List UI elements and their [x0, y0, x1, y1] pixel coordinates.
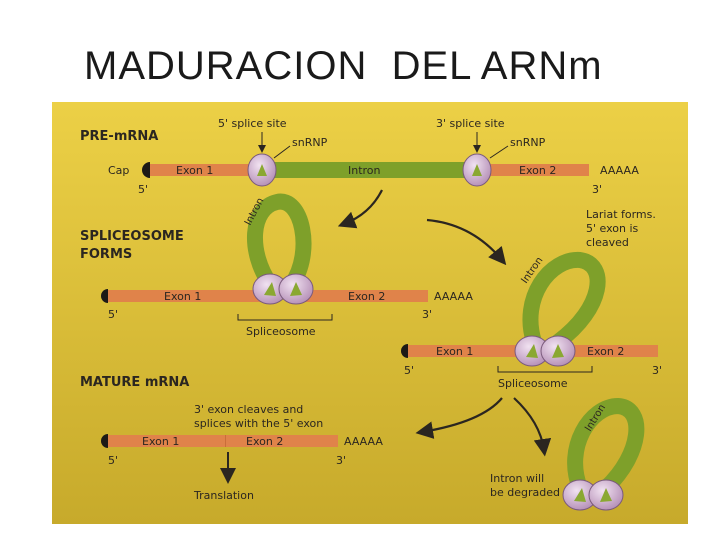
cleaves-note-1: 3' exon cleaves and: [194, 403, 303, 416]
pointer-snrnp-right: [489, 145, 509, 159]
spliceosome-particle-marks: [264, 282, 302, 296]
degraded-note-2: be degraded: [490, 486, 560, 499]
label-5-splice-site: 5' splice site: [218, 117, 287, 130]
translation-label: Translation: [193, 489, 254, 502]
intron-loop-1: [246, 193, 312, 292]
intron-degraded: [567, 397, 645, 496]
spliceosome-bracket: [237, 314, 333, 321]
lariat-note-2: 5' exon is: [586, 222, 639, 235]
mature-mrna-exon1: [108, 435, 226, 447]
spliceosome-polya: AAAAA: [434, 290, 473, 303]
arrow-to-lariat: [426, 218, 507, 266]
label-cap: Cap: [108, 164, 129, 177]
lariat-exon2-label: Exon 2: [587, 345, 624, 358]
pre-mrna-intron-label: Intron: [348, 164, 381, 177]
section-mature-mrna: MATURE mRNA: [80, 375, 189, 390]
arrow-to-spliceosome: [337, 189, 383, 229]
mature-3prime: 3': [336, 454, 346, 467]
pre-mrna-exon1: [150, 164, 262, 176]
lariat-exon1-label: Exon 1: [436, 345, 473, 358]
snrnp-left-mark: [257, 164, 267, 176]
degraded-note-1: Intron will: [490, 472, 544, 485]
pre-mrna-5prime: 5': [138, 183, 148, 196]
cleaves-note-2: splices with the 5' exon: [194, 417, 323, 430]
arrow-to-degraded: [513, 397, 552, 457]
spliceosome-5prime: 5': [108, 308, 118, 321]
pre-mrna-exon2: [477, 164, 589, 176]
lariat-spliceosome-bracket: [497, 366, 593, 373]
mature-5prime: 5': [108, 454, 118, 467]
lariat-mrna-cap: [401, 344, 408, 358]
label-snrnp-left: snRNP: [292, 136, 328, 149]
slide-title: MADURACION DEL ARNm: [84, 44, 603, 88]
mature-polya: AAAAA: [344, 435, 383, 448]
pre-mrna-intron: [262, 162, 477, 178]
degraded-particle-marks: [574, 488, 612, 502]
section-pre-mrna: PRE-mRNA: [80, 129, 158, 144]
pre-mrna-exon1-label: Exon 1: [176, 164, 213, 177]
spliceosome-label-2: Spliceosome: [498, 377, 568, 390]
mature-exon2-label: Exon 2: [246, 435, 283, 448]
spliceosome-exon2-label: Exon 2: [348, 290, 385, 303]
lariat-mrna-exon1: [408, 345, 530, 357]
lariat-particle-marks: [526, 344, 564, 358]
lariat-5prime: 5': [404, 364, 414, 377]
mature-mrna-cap: [101, 434, 108, 448]
lariat-mrna-exon2: [562, 345, 658, 357]
cap-symbol: [142, 162, 150, 178]
arrow-to-mature: [415, 397, 503, 439]
pre-mrna-exon2-label: Exon 2: [519, 164, 556, 177]
mature-exon1-label: Exon 1: [142, 435, 179, 448]
spliceosome-mrna-cap: [101, 289, 108, 303]
pointer-snrnp-left: [273, 145, 291, 159]
spliceosome-mrna-exon2: [288, 290, 428, 302]
spliceosome-3prime: 3': [422, 308, 432, 321]
snrnp-right-mark: [472, 164, 482, 176]
label-3-splice-site: 3' splice site: [436, 117, 505, 130]
label-snrnp-right: snRNP: [510, 136, 546, 149]
lariat-3prime: 3': [652, 364, 662, 377]
spliceosome-mrna-exon1: [108, 290, 278, 302]
intron-lariat: [522, 252, 606, 350]
lariat-note-3: cleaved: [586, 236, 629, 249]
spliceosome-label-1: Spliceosome: [246, 325, 316, 338]
pre-mrna-polya: AAAAA: [600, 164, 639, 177]
splicing-diagram: PRE-mRNA 5' splice site 3' splice site s…: [52, 102, 688, 524]
mature-mrna-exon2: [226, 435, 338, 447]
spliceosome-exon1-label: Exon 1: [164, 290, 201, 303]
section-spliceosome-2: FORMS: [80, 247, 132, 262]
pre-mrna-3prime: 3': [592, 183, 602, 196]
lariat-note-1: Lariat forms.: [586, 208, 656, 221]
section-spliceosome-1: SPLICEOSOME: [80, 229, 184, 244]
